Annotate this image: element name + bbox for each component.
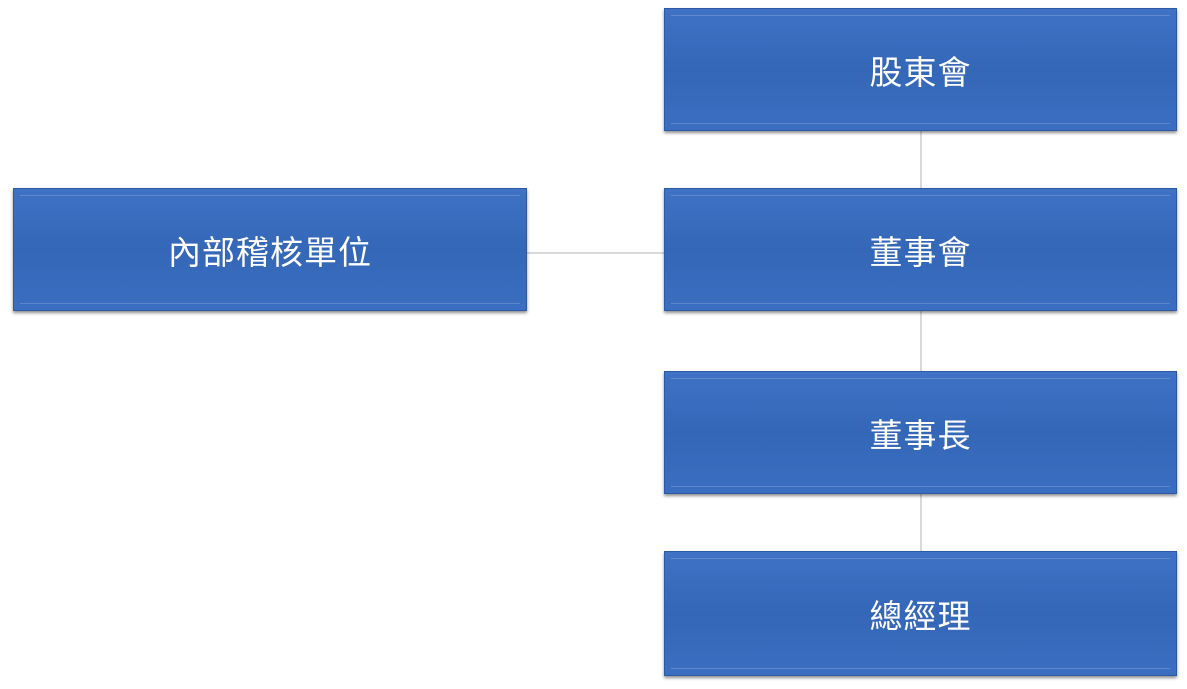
connector-board-chairman <box>920 311 922 371</box>
node-general-manager: 總經理 <box>664 551 1177 676</box>
node-label: 內部稽核單位 <box>168 232 372 272</box>
node-chairman: 董事長 <box>664 371 1177 494</box>
node-label: 董事會 <box>869 232 972 272</box>
node-shareholders-meeting: 股東會 <box>664 8 1177 131</box>
connector-chairman-gm <box>920 494 922 551</box>
node-internal-audit: 內部稽核單位 <box>13 188 527 311</box>
node-label: 總經理 <box>869 596 972 636</box>
node-label: 董事長 <box>869 415 972 455</box>
node-board-of-directors: 董事會 <box>664 188 1177 311</box>
connector-shareholders-board <box>920 131 922 188</box>
connector-audit-board <box>527 252 664 254</box>
node-label: 股東會 <box>869 52 972 92</box>
